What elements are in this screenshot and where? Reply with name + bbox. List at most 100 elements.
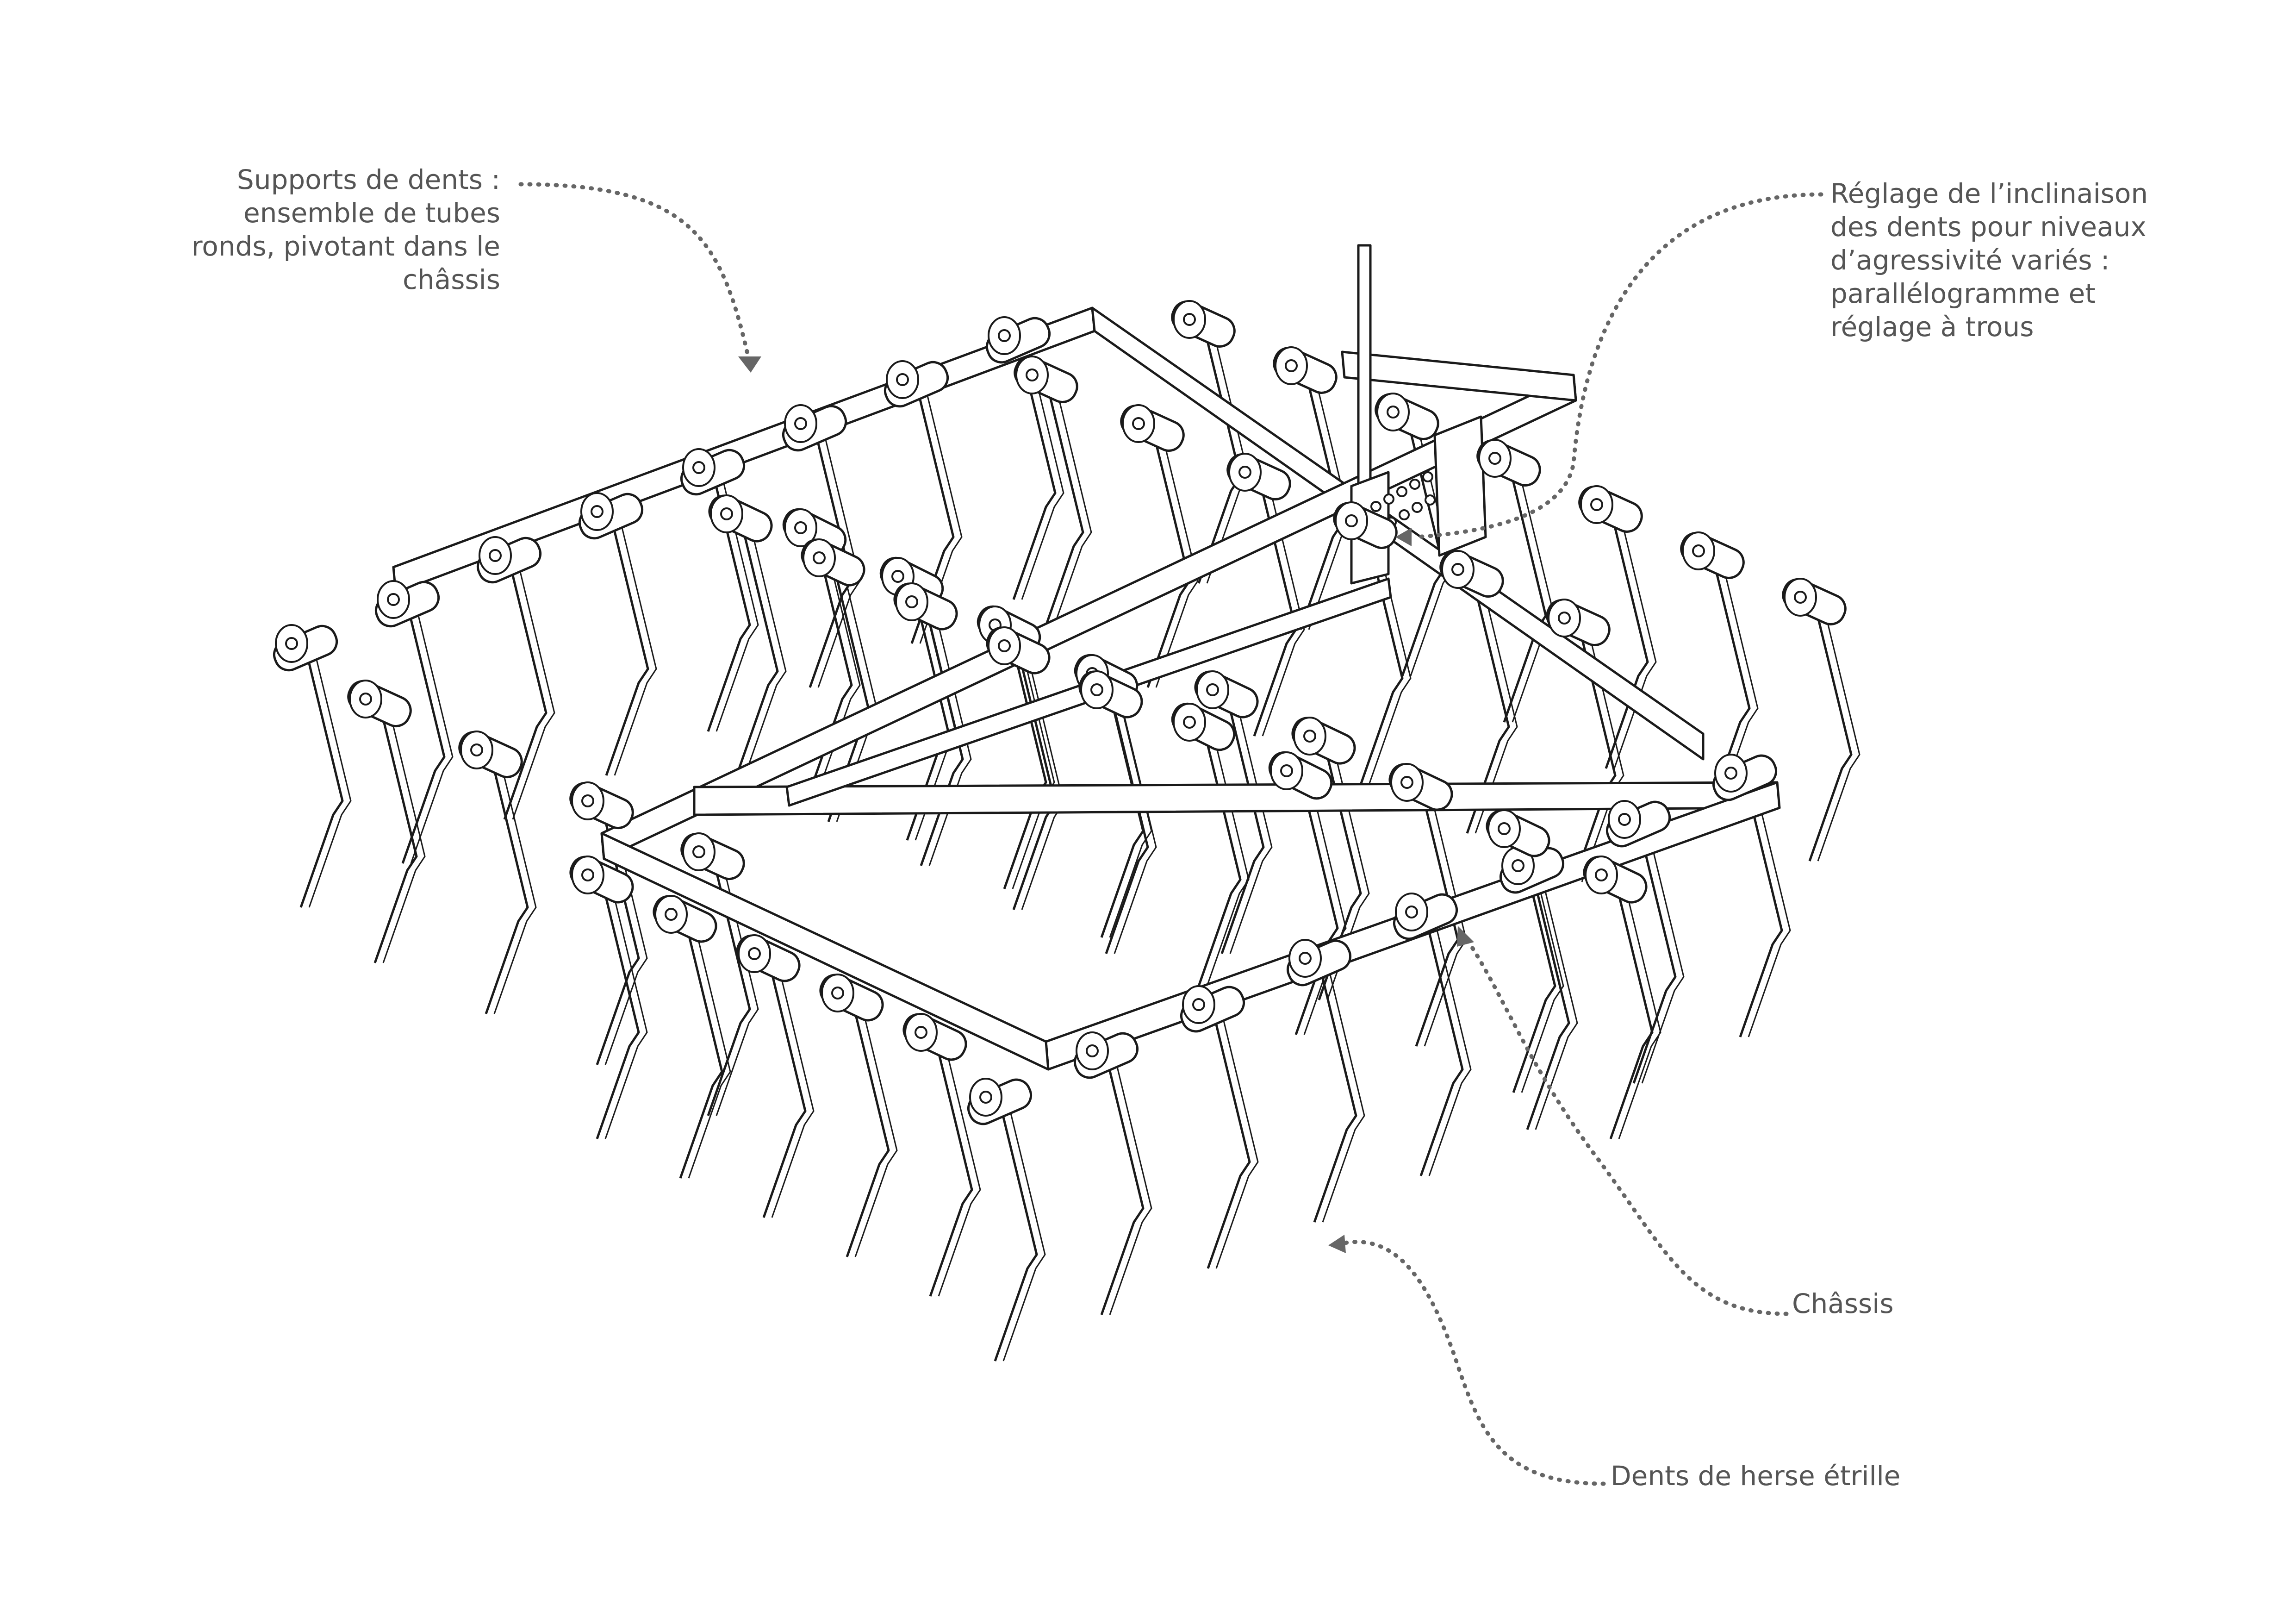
tine-edge-34 bbox=[1262, 476, 1305, 737]
tine-support-tube-52 bbox=[893, 582, 958, 631]
tine-support-tube-31 bbox=[1268, 751, 1333, 800]
tine-support-tube-44 bbox=[1782, 578, 1847, 625]
tube-clamp-bolt-6 bbox=[794, 417, 807, 430]
tine-edge-3 bbox=[512, 560, 555, 820]
leader-tines bbox=[1342, 1240, 1606, 1486]
tube-clamp-bolt-21 bbox=[1299, 952, 1312, 965]
tine-support-tube-23 bbox=[1500, 846, 1564, 894]
tine-support-tube-16 bbox=[819, 974, 884, 1022]
tine-edge-21 bbox=[1322, 962, 1365, 1223]
label-chassis: Châssis bbox=[1792, 1287, 1894, 1320]
adjustment-hole-3 bbox=[1383, 493, 1394, 505]
tine-support-tube-32 bbox=[1014, 356, 1078, 403]
tube-clamp-bolt-26 bbox=[794, 521, 807, 534]
label-tines: Dents de herse étrille bbox=[1611, 1459, 1900, 1493]
tube-clamp-bolt-13 bbox=[581, 868, 594, 881]
label-tine-adjustment-line-3: d’agressivité variés : bbox=[1830, 244, 2110, 276]
label-tine-supports: Supports de dents : ensemble de tubes ro… bbox=[192, 163, 500, 296]
tine-support-tube-43 bbox=[1680, 531, 1745, 579]
tube-clamp-bolt-18 bbox=[979, 1091, 992, 1104]
arrowhead-chassis bbox=[1457, 926, 1474, 947]
tine-support-tube-9 bbox=[347, 680, 412, 727]
tine-9 bbox=[373, 703, 418, 963]
tube-clamp-bolt-31 bbox=[1280, 764, 1293, 777]
tine-edge-9 bbox=[382, 703, 426, 963]
tube-clamp-bolt-5 bbox=[692, 461, 705, 474]
tine-edge-44 bbox=[1817, 601, 1860, 862]
tine-support-tube-30 bbox=[1171, 702, 1236, 751]
tine-support-tube-20 bbox=[1180, 985, 1245, 1033]
callout-leader-lines bbox=[518, 182, 1823, 1486]
tine-edge-12 bbox=[716, 856, 759, 1116]
tube-clamp-bolt-30 bbox=[1183, 716, 1196, 729]
label-tine-adjustment-line-5: réglage à trous bbox=[1830, 311, 2034, 343]
tube-clamp-bolt-2 bbox=[387, 593, 400, 606]
tine-support-tube-4 bbox=[578, 492, 644, 540]
tine-support-tube-49 bbox=[1583, 856, 1648, 904]
tube-clamp-bolt-41 bbox=[1488, 452, 1501, 465]
tine-edge-35 bbox=[1368, 525, 1412, 785]
adjustment-hole-5 bbox=[1409, 479, 1420, 490]
tine-edge-1 bbox=[308, 648, 352, 908]
adjustment-hole-lower-4 bbox=[1399, 509, 1410, 520]
label-tine-adjustment-line-2: des dents pour niveaux bbox=[1830, 211, 2147, 243]
tine-30 bbox=[1197, 726, 1242, 987]
tube-clamp-bolt-36 bbox=[1451, 563, 1464, 576]
tine-support-tube-14 bbox=[653, 895, 717, 943]
tine-support-tube-51 bbox=[801, 538, 865, 587]
tine-54 bbox=[1105, 694, 1149, 954]
tube-clamp-bolt-3 bbox=[489, 549, 502, 562]
tube-clamp-bolt-35 bbox=[1345, 514, 1358, 527]
tine-edge-5 bbox=[716, 472, 759, 732]
tine-34 bbox=[1253, 476, 1297, 737]
tine-18 bbox=[994, 1101, 1038, 1362]
tube-clamp-bolt-50 bbox=[720, 507, 733, 520]
tube-clamp-bolt-7 bbox=[896, 373, 909, 386]
tine-support-tube-33 bbox=[1120, 404, 1185, 452]
tine-edge-16 bbox=[854, 997, 898, 1257]
tine-edge-23 bbox=[1535, 870, 1578, 1130]
tine-edge-18 bbox=[1002, 1101, 1046, 1362]
tine-support-tube-35 bbox=[1333, 501, 1398, 549]
tine-edge-2 bbox=[410, 604, 454, 864]
tine-support-tube-40 bbox=[1375, 393, 1439, 440]
tine-support-tube-38 bbox=[1171, 300, 1236, 348]
tine-edge-25 bbox=[1748, 777, 1791, 1037]
tine-edge-10 bbox=[493, 754, 537, 1014]
tine-support-tube-34 bbox=[1226, 453, 1291, 500]
tine-support-tube-3 bbox=[476, 536, 542, 584]
tube-clamp-bolt-11 bbox=[581, 794, 594, 807]
tine-support-tube-5 bbox=[680, 448, 746, 496]
tine-support-tube-46 bbox=[1291, 717, 1356, 765]
label-tines-text: Dents de herse étrille bbox=[1611, 1460, 1901, 1492]
tine-edge-13 bbox=[604, 879, 648, 1139]
tine-47 bbox=[1415, 787, 1459, 1047]
tine-support-tube-41 bbox=[1476, 439, 1541, 487]
tine-3 bbox=[503, 560, 548, 820]
label-tine-supports-line-2: ensemble de tubes bbox=[243, 197, 500, 229]
adjustment-hole-4 bbox=[1396, 486, 1407, 497]
tine-support-tube-45 bbox=[1194, 670, 1259, 718]
tine-20 bbox=[1207, 1009, 1251, 1269]
tube-clamp-bolt-27 bbox=[891, 570, 904, 583]
tine-42 bbox=[1605, 509, 1649, 769]
tube-clamp-bolt-48 bbox=[1498, 822, 1511, 835]
tine-support-tube-42 bbox=[1578, 485, 1643, 533]
tube-clamp-bolt-15 bbox=[748, 947, 761, 960]
tine-45 bbox=[1220, 694, 1265, 954]
label-tine-adjustment-line-4: parallélogramme et bbox=[1830, 278, 2096, 309]
tine-edge-17 bbox=[938, 1037, 981, 1297]
tine-support-tube-47 bbox=[1388, 763, 1453, 811]
tine-49 bbox=[1609, 879, 1654, 1139]
tine-edge-50 bbox=[743, 518, 787, 778]
tine-support-tube-24 bbox=[1606, 800, 1671, 848]
tine-support-tube-54 bbox=[1078, 670, 1143, 718]
tube-clamp-bolt-25 bbox=[1724, 767, 1737, 780]
tine-support-tube-25 bbox=[1712, 754, 1777, 801]
tube-clamp-bolt-38 bbox=[1183, 313, 1196, 326]
tine-14 bbox=[679, 918, 723, 1179]
tine-edge-6 bbox=[817, 428, 861, 688]
arrowhead-tine-supports bbox=[738, 356, 761, 373]
tube-clamp-bolt-1 bbox=[285, 637, 298, 650]
tine-support-tube-50 bbox=[708, 494, 773, 543]
